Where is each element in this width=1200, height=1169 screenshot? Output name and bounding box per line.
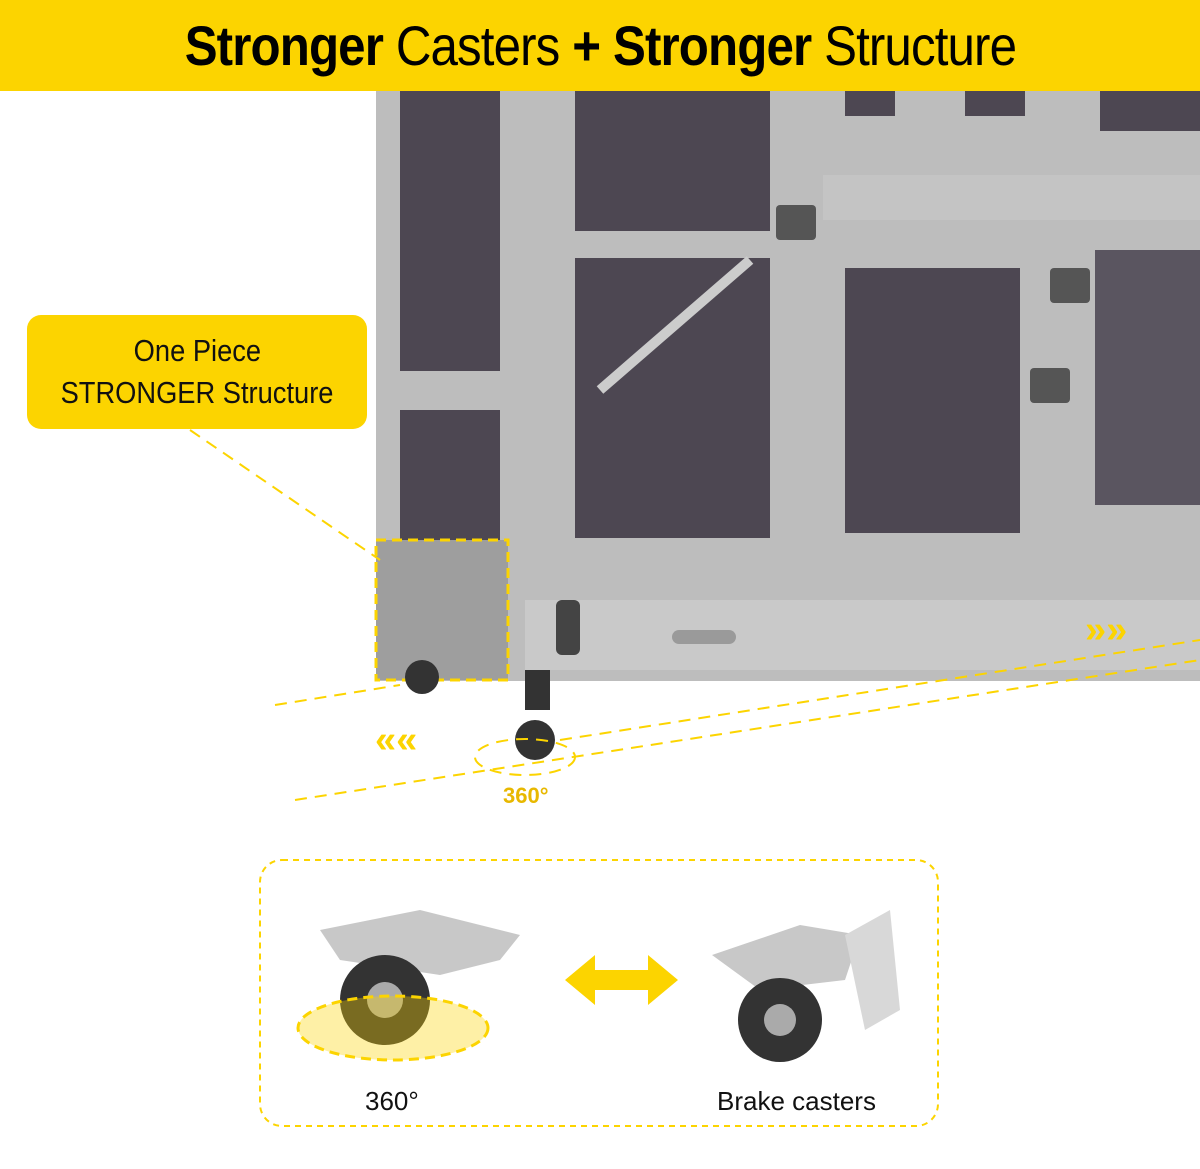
- swivel-caster-image: [296, 910, 520, 1062]
- upper-left-door-mesh: [575, 91, 770, 231]
- side-mesh-upper: [400, 91, 500, 371]
- caster-wheel: [515, 720, 555, 760]
- side-mesh-lower: [400, 410, 500, 550]
- caster-wheel: [405, 660, 439, 694]
- lower-left-door-mesh: [575, 258, 770, 538]
- title-bold-1: Stronger: [184, 14, 383, 77]
- latch: [1050, 268, 1090, 303]
- svg-text:««: ««: [375, 719, 417, 761]
- tray-lock: [556, 600, 580, 655]
- latch: [776, 205, 816, 240]
- tray: [525, 600, 1200, 670]
- latch: [1030, 368, 1070, 403]
- title-bold-2: Stronger: [612, 14, 812, 77]
- title-text-1: Casters: [382, 14, 572, 77]
- page-title-banner: Stronger Casters + Stronger Structure: [0, 0, 1200, 91]
- brake-caster-image: [712, 910, 900, 1062]
- callout-line-2: STRONGER Structure: [60, 375, 334, 410]
- callout-line-1: One Piece: [133, 333, 261, 368]
- center-door-mesh: [845, 268, 1020, 533]
- double-arrow-icon: [565, 955, 678, 1005]
- title-text-2: Structure: [810, 14, 1017, 77]
- brake-label: Brake casters: [717, 1086, 876, 1116]
- svg-text:»»: »»: [1085, 609, 1127, 651]
- title-plus: +: [571, 14, 613, 77]
- ramp: [596, 256, 754, 394]
- swivel-label: 360°: [365, 1086, 419, 1116]
- highlighted-base-panel: [374, 538, 510, 682]
- structure-callout: One Piece STRONGER Structure: [27, 315, 367, 429]
- rotation-label: 360°: [503, 783, 549, 808]
- right-panel: [1095, 250, 1200, 505]
